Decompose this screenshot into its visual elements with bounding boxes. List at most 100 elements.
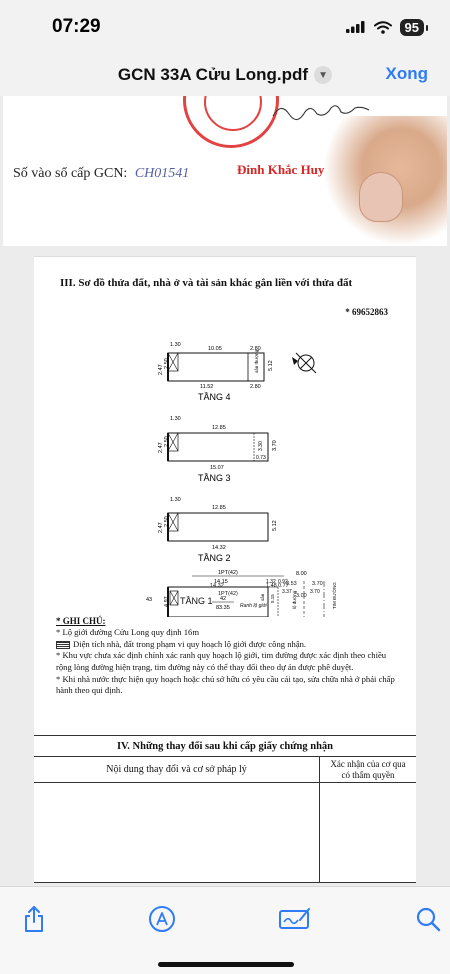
f1-1pt-bottom: 1PT(42): [218, 591, 238, 597]
f1-r2: 3.70: [310, 589, 320, 595]
f1-1pt-top: 1PT(42): [218, 570, 238, 576]
floor-plan-svg: 10.05 1.30 2.80 2.50 2.47 sân thượng 5.1…: [146, 342, 337, 617]
markup-icon: [149, 906, 175, 932]
f3-h1: 2.50: [164, 436, 170, 447]
nav-bar: GCN 33A Cửu Long.pdf ▼ Xong: [0, 54, 450, 96]
handwritten-signature: [272, 105, 370, 121]
red-seal-stamp: [183, 96, 279, 148]
compass-icon: [292, 352, 317, 374]
ghi-chu-line-1: * Lộ giới đường Cửu Long quy định 16m: [56, 627, 200, 638]
f1-top: 14.15: [214, 579, 228, 585]
section-4-col2-header: Xác nhận của cơ qua có thẩm quyền: [320, 757, 416, 783]
f3-r: 0.73: [256, 455, 266, 461]
ghi-chu-line-2-text: Diện tích nhà, đất trong phạm vi quy hoạ…: [73, 638, 307, 649]
f1-l1: 1.48: [266, 583, 277, 589]
f1-left: 4.97: [164, 596, 170, 607]
home-indicator[interactable]: [158, 962, 294, 967]
wifi-icon: [373, 20, 392, 34]
f2-h2: 2.47: [158, 522, 164, 533]
markup-button[interactable]: [148, 905, 176, 933]
section-4-col1-header: Nội dung thay đổi và cơ sở pháp lý: [34, 757, 319, 783]
ghi-chu-line-4: * Khi nhà nước thực hiện quy hoạch hoặc …: [56, 673, 395, 696]
f1-r4: 3.70: [312, 581, 323, 587]
f1-street: TIM ĐƯỜNG: [331, 582, 337, 609]
f3-bottom: 15.07: [210, 465, 224, 471]
share-button[interactable]: [20, 905, 48, 933]
f1-bottom: 14.32: [210, 583, 224, 589]
pdf-page-1: Số vào sổ cấp GCN: CH01541 Đinh Khắc Huy: [3, 96, 447, 246]
bottom-toolbar: [0, 886, 450, 974]
floor-4-plan: 10.05 1.30 2.80 2.50 2.47 sân thượng 5.1…: [158, 342, 274, 402]
search-button[interactable]: [414, 905, 442, 933]
f4-h3: 5.12: [268, 360, 274, 371]
f1-r1: 3.37: [282, 589, 292, 595]
signature-button[interactable]: [278, 905, 312, 933]
section-3-title: III. Sơ đồ thửa đất, nhà ở và tài sản kh…: [60, 277, 353, 289]
document-title: GCN 33A Cửu Long.pdf: [117, 65, 309, 84]
so-vao-so-line: Số vào sổ cấp GCN: CH01541: [13, 166, 189, 182]
section-4-col2-line1: Xác nhận của cơ qua: [330, 759, 406, 769]
f2-left-a: 1.30: [170, 497, 181, 503]
f3-inner: 3.30: [258, 441, 264, 451]
pdf-viewer[interactable]: Số vào sổ cấp GCN: CH01541 Đinh Khắc Huy…: [0, 96, 450, 886]
section-4-title: IV. Những thay đổi sau khi cấp giấy chứn…: [34, 735, 416, 757]
floor-1-label: TẦNG 1: [180, 596, 213, 606]
ghi-chu-notes: * GHI CHÚ: * Lộ giới đường Cửu Long quy …: [56, 615, 396, 697]
floor-3-label: TẦNG 3: [198, 473, 231, 483]
f1-in1: 5.15: [270, 594, 275, 603]
f1-tr1: 1.32: [266, 579, 276, 585]
floor-1-plan: 1PT(42) 8.00 14.15 1.32 0.92 42: [146, 570, 337, 617]
document-title-menu[interactable]: GCN 33A Cửu Long.pdf ▼: [117, 65, 333, 85]
signer-name: Đinh Khắc Huy: [237, 162, 325, 177]
f2-h1: 2.50: [164, 516, 170, 527]
f4-bottom-r: 2.80: [250, 384, 261, 390]
f1-l2: 0.77: [278, 583, 289, 589]
search-icon: [416, 907, 441, 932]
f4-bottom: 11.52: [200, 384, 213, 390]
f3-h2: 2.47: [158, 442, 164, 453]
f4-h2: 2.47: [158, 364, 164, 375]
so-vao-so-value: CH01541: [134, 166, 190, 181]
section-4-col2-line2: có thẩm quyền: [341, 770, 395, 780]
f2-h3: 5.12: [272, 520, 278, 531]
floor-1-bottom-annotations: 14.32 1.48 0.77 3.53 3.70 3.00 1PT(42) T…: [34, 581, 416, 617]
floor-3-plan: 1.30 12.85 2.50 2.47 3.30 3.70 0.73 15.0…: [158, 416, 278, 483]
done-button[interactable]: Xong: [385, 64, 429, 83]
pdf-page-2: III. Sơ đồ thửa đất, nhà ở và tài sản kh…: [34, 256, 416, 883]
f1-r3: 3.53: [286, 581, 297, 587]
f2-top: 12.85: [212, 505, 226, 511]
section-4-col-confirm: Xác nhận của cơ qua có thẩm quyền: [320, 757, 416, 883]
serial-number: * 69652863: [345, 307, 388, 317]
share-icon: [25, 906, 43, 932]
f1-area: 83.35: [216, 605, 230, 611]
section-4-table: IV. Những thay đổi sau khi cấp giấy chứn…: [34, 735, 416, 883]
floor-2-plan: 1.30 12.85 2.50 2.47 5.12 14.32 TẦNG 2: [158, 497, 278, 563]
ghi-chu-line-3: * Khu vực chưa xác định chính xác ranh q…: [56, 650, 387, 672]
f4-top: 10.05: [208, 346, 222, 352]
f4-left-a: 1.30: [170, 342, 181, 348]
status-icons: 95: [345, 18, 429, 36]
f1-42: 42: [220, 596, 226, 602]
ghi-chu-title: * GHI CHÚ:: [56, 616, 106, 626]
f1-800: 8.00: [296, 571, 307, 577]
f1-san: sân: [260, 593, 265, 601]
section-4-col-content: Nội dung thay đổi và cơ sở pháp lý: [34, 757, 320, 883]
so-vao-so-label: Số vào sổ cấp GCN:: [13, 166, 128, 181]
f1-tr2: 0.92: [278, 579, 288, 585]
status-bar: 07:29 95: [0, 0, 450, 54]
f4-h1: 2.50: [164, 358, 170, 369]
f1-ranh: Ranh lộ giới: [240, 603, 267, 609]
f4-inner: sân thượng: [254, 349, 259, 373]
f1-300: 3.00: [296, 593, 307, 599]
floor-2-label: TẦNG 2: [198, 553, 231, 563]
f3-left-a: 1.30: [170, 416, 181, 422]
floor-4-label: TẦNG 4: [198, 392, 231, 402]
chevron-down-icon: ▼: [314, 66, 333, 84]
finger-nail: [359, 172, 403, 222]
f3-h3: 3.70: [272, 440, 278, 451]
hatch-legend-icon: [56, 640, 70, 649]
f1-road: lộ đường: [292, 590, 297, 609]
cellular-signal-icon: [345, 21, 365, 33]
battery-icon: 95: [399, 18, 429, 36]
signature-icon: [279, 908, 310, 929]
